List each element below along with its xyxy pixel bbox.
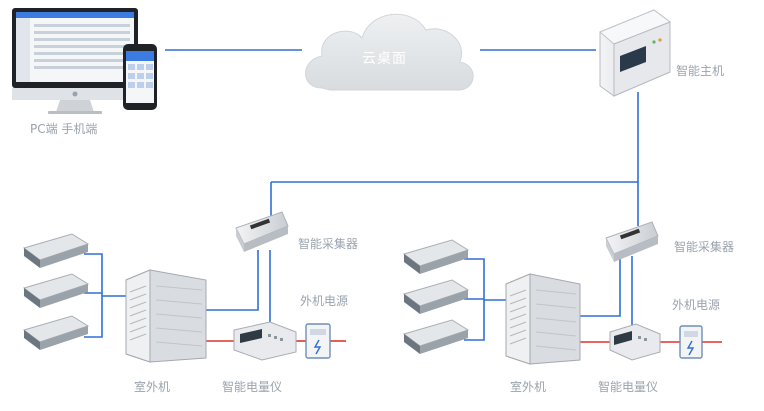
cloud-label: 云桌面 xyxy=(362,51,407,67)
indoor-unit-icon xyxy=(402,239,470,274)
left-indoor-units xyxy=(22,233,90,350)
left-outdoor-unit-icon xyxy=(125,269,207,363)
smart-host-icon xyxy=(599,9,672,97)
host-label: 智能主机 xyxy=(676,64,725,78)
right-outdoor-label: 室外机 xyxy=(510,380,547,394)
indoor-unit-icon xyxy=(402,319,470,354)
clients-label: PC端 手机端 xyxy=(30,122,98,136)
right-meter-label: 智能电量仪 xyxy=(598,380,659,394)
left-meter-icon xyxy=(233,321,297,361)
right-collector-label: 智能采集器 xyxy=(674,240,735,254)
indoor-unit-icon xyxy=(22,315,90,350)
right-collector-icon xyxy=(605,221,659,262)
indoor-unit-icon xyxy=(22,233,90,268)
network-lines xyxy=(84,49,639,341)
left-outdoor-label: 室外机 xyxy=(134,380,171,394)
left-power-label: 外机电源 xyxy=(300,294,349,308)
power-lines xyxy=(206,340,722,343)
indoor-unit-icon xyxy=(402,279,470,314)
cloud-shape xyxy=(305,13,474,91)
right-meter-icon xyxy=(609,323,661,361)
right-power-label: 外机电源 xyxy=(672,298,721,312)
right-collector-to-outdoor xyxy=(580,256,621,317)
indoor-unit-icon xyxy=(22,273,90,308)
left-power-source-icon xyxy=(305,323,331,359)
left-collector-label: 智能采集器 xyxy=(298,237,359,251)
left-meter-label: 智能电量仪 xyxy=(222,380,283,394)
left-indoor-bus xyxy=(84,253,103,338)
left-collector-icon xyxy=(235,211,289,252)
right-power-source-icon xyxy=(679,325,703,359)
right-outdoor-unit-icon xyxy=(505,273,581,365)
pc-monitor-icon xyxy=(12,8,138,114)
phone-icon xyxy=(123,44,157,110)
left-collector-to-outdoor xyxy=(206,250,259,311)
right-indoor-units xyxy=(402,239,470,354)
